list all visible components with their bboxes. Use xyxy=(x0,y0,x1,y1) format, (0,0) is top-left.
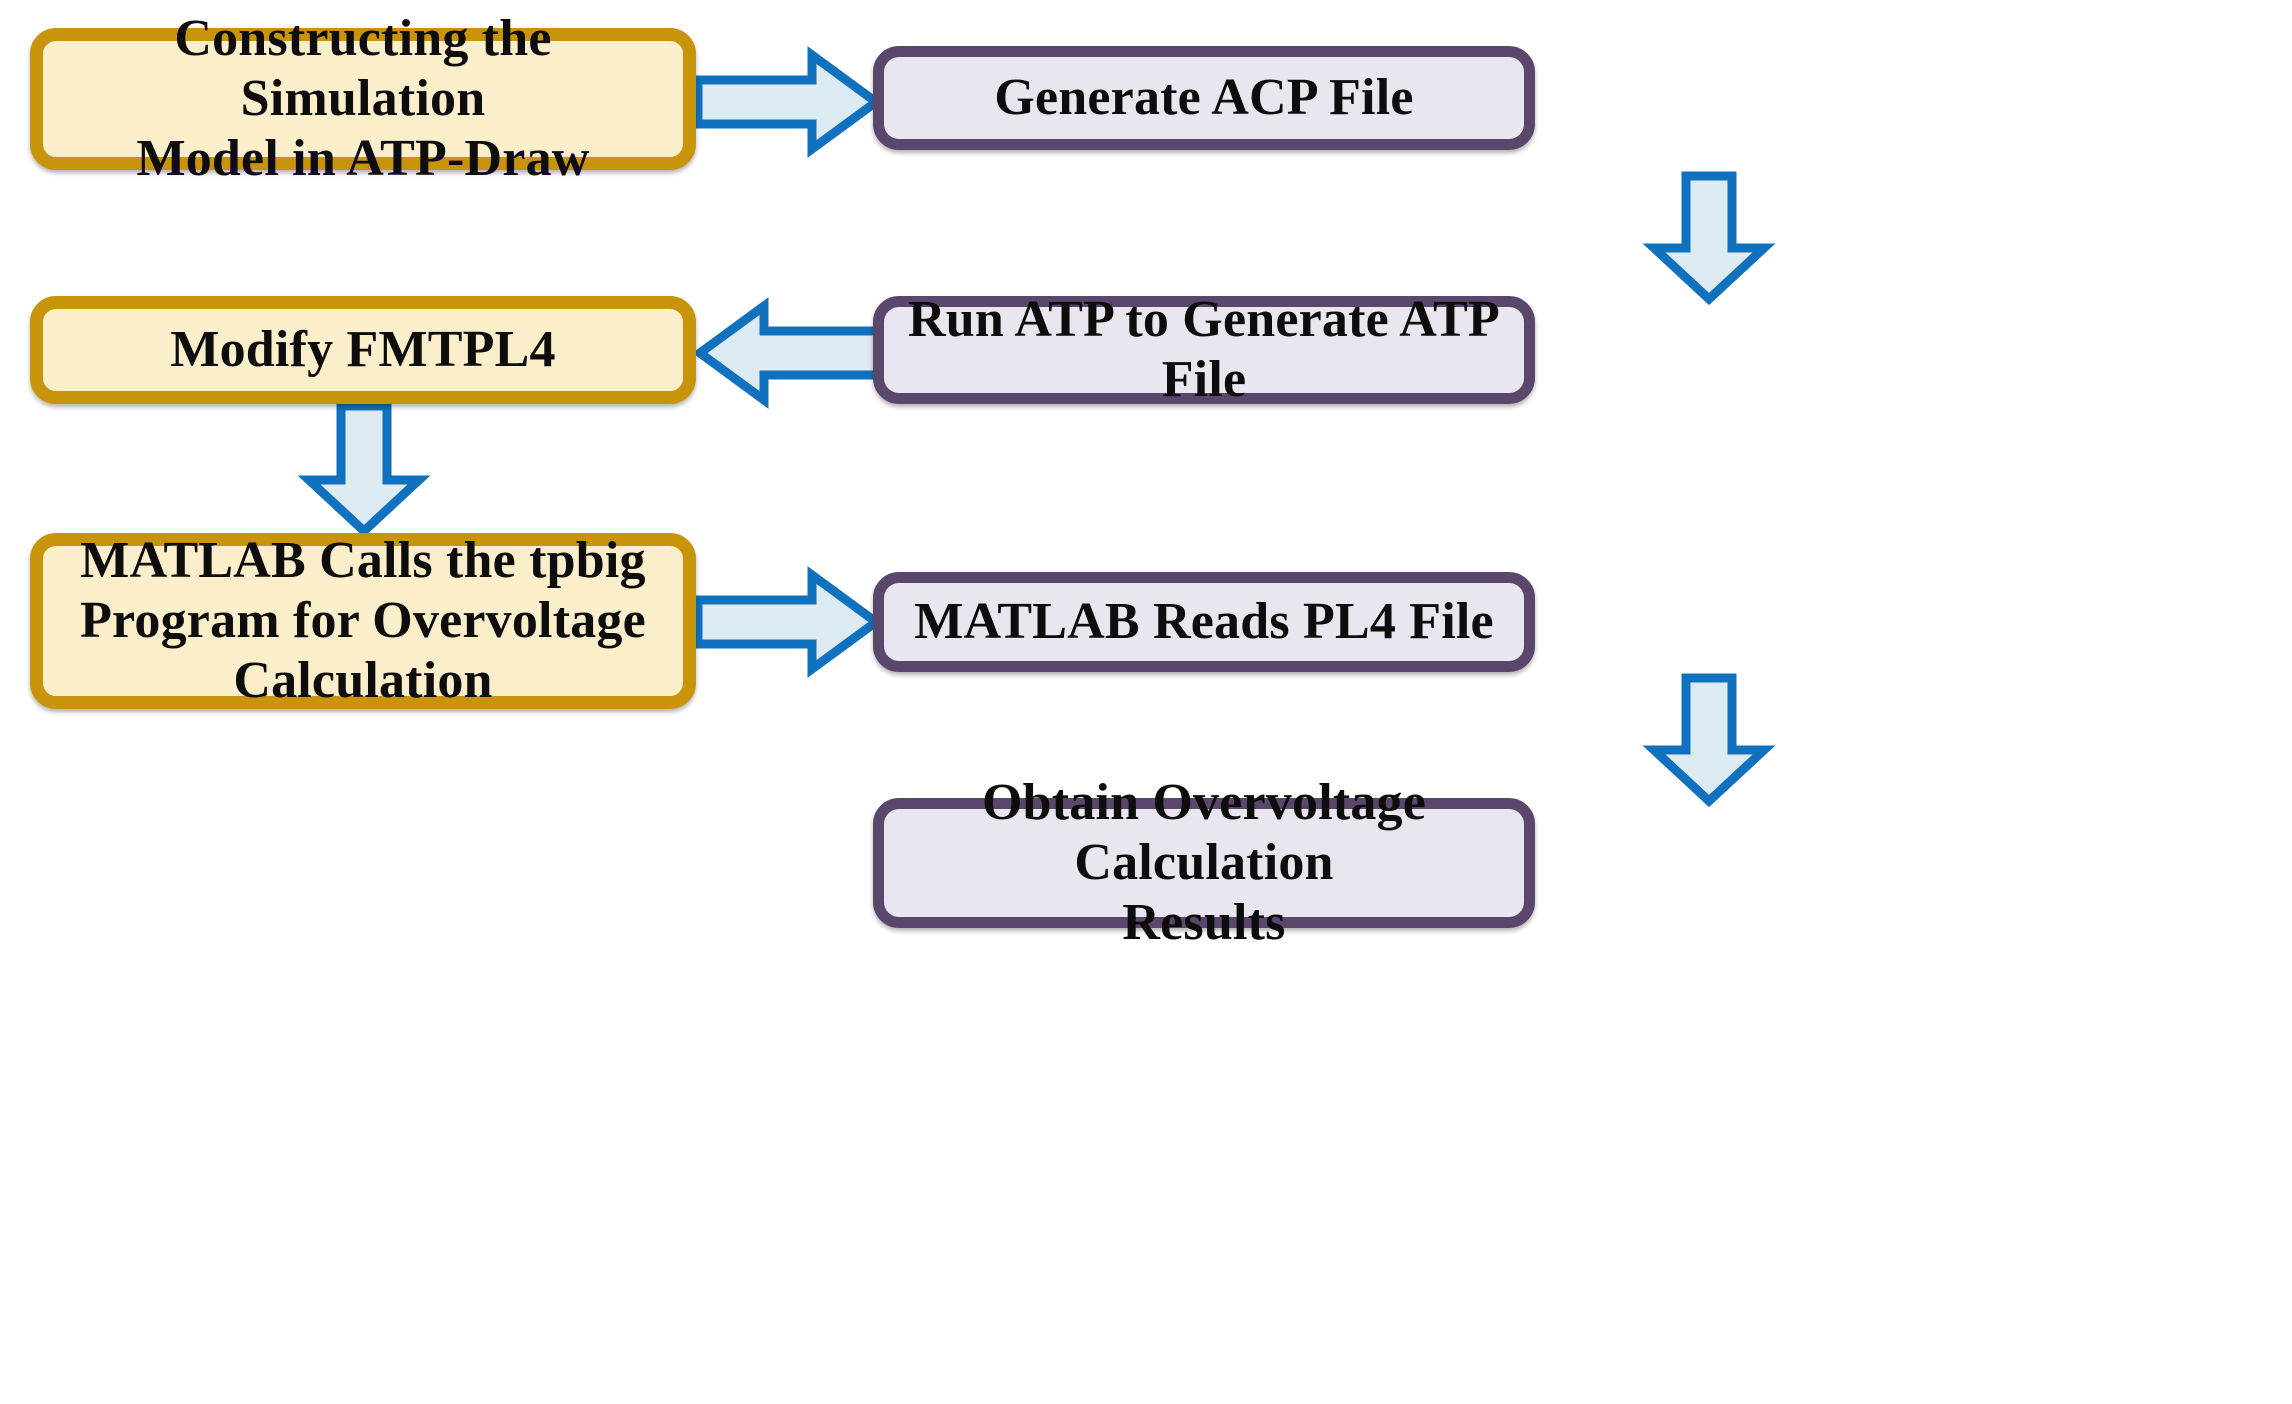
node-run-atp[interactable]: Run ATP to Generate ATP File xyxy=(873,291,1535,408)
arrow-right-matlab-to-readpl4 xyxy=(693,566,884,678)
arrow-down-acp-to-runatp xyxy=(1642,171,1776,306)
node-label: Modify FMTPL4 xyxy=(170,320,556,378)
arrow-left-runatp-to-modify xyxy=(692,297,883,409)
node-matlab-read-pl4[interactable]: MATLAB Reads PL4 File xyxy=(873,572,1535,672)
node-generate-acp[interactable]: Generate ACP File xyxy=(873,46,1535,150)
arrow-down-modify-to-matlab xyxy=(297,401,431,538)
arrow-right-construct-to-acp xyxy=(693,46,884,158)
arrow-down-readpl4-to-results xyxy=(1642,673,1776,808)
node-label: MATLAB Reads PL4 File xyxy=(914,592,1494,650)
node-label: Generate ACP File xyxy=(994,68,1414,126)
node-modify-fmtpl4[interactable]: Modify FMTPL4 xyxy=(30,296,696,404)
node-label: Run ATP to Generate ATP File xyxy=(908,290,1500,408)
